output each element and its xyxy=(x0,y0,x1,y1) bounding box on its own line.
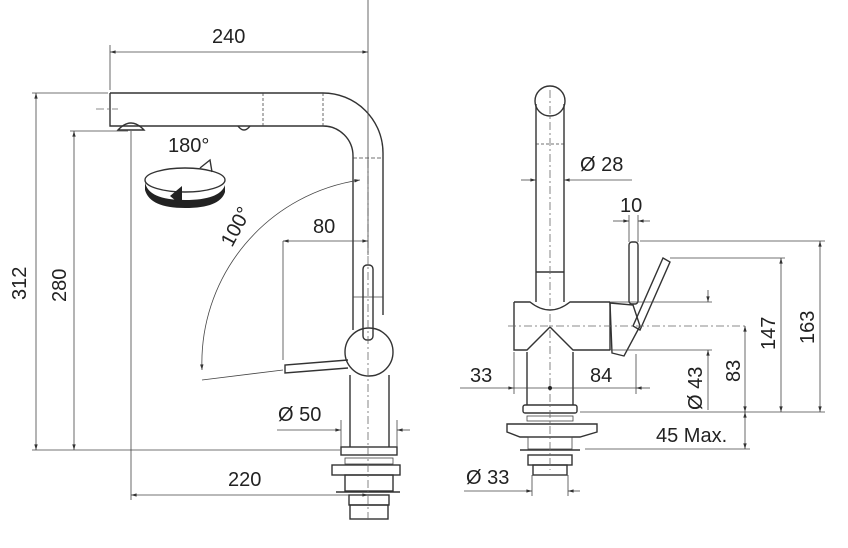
dim-80: 80 xyxy=(313,216,335,238)
dim-147: 147 xyxy=(758,317,780,350)
dim-dia-28: Ø 28 xyxy=(580,154,623,176)
dim-312: 312 xyxy=(9,267,31,300)
dim-240: 240 xyxy=(212,26,245,48)
dim-33: 33 xyxy=(470,365,492,387)
dim-45-max: 45 Max. xyxy=(656,425,727,447)
dim-dia-33: Ø 33 xyxy=(466,467,509,489)
front-dimension-lines xyxy=(460,178,825,496)
rotation-arrow-icon xyxy=(144,158,226,208)
dim-220: 220 xyxy=(228,469,261,491)
side-dimension-lines xyxy=(32,0,410,500)
side-view-faucet xyxy=(96,92,401,520)
dim-280: 280 xyxy=(49,269,71,302)
front-view-faucet xyxy=(506,85,745,476)
dim-163: 163 xyxy=(797,311,819,344)
dim-dia-43: Ø 43 xyxy=(685,367,707,410)
dim-dia-50: Ø 50 xyxy=(278,404,321,426)
dim-84: 84 xyxy=(590,365,612,387)
dim-83: 83 xyxy=(723,360,745,382)
dim-100-deg: 100° xyxy=(217,203,256,250)
dim-10: 10 xyxy=(620,195,642,217)
dim-180-deg: 180° xyxy=(168,135,209,157)
